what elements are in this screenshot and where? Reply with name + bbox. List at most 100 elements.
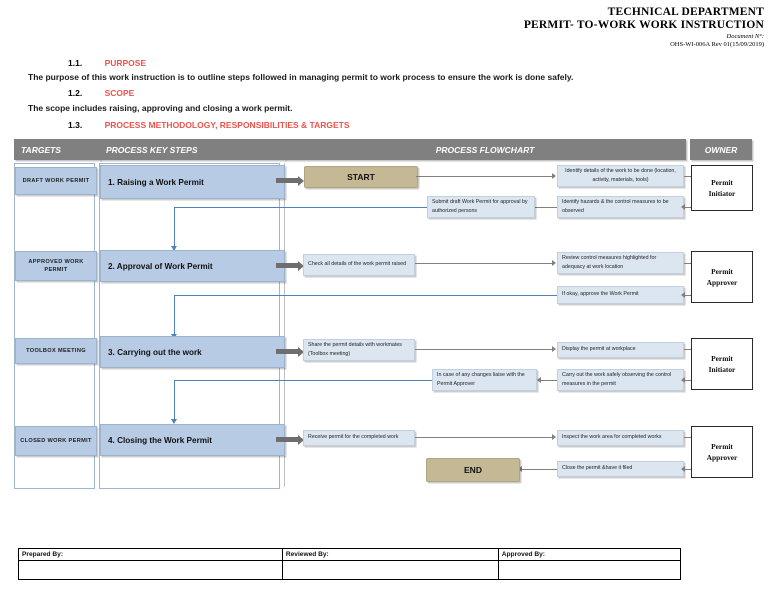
- column-header-key-steps: PROCESS KEY STEPS: [99, 139, 285, 160]
- row1-right-wrap-arrow: [681, 204, 685, 210]
- row1-blue-feedback-hline: [174, 207, 427, 208]
- flow-box-changes-liaise-approver: In case of any changes liaise with the P…: [432, 369, 537, 391]
- process-table: TARGETS PROCESS KEY STEPS PROCESS FLOWCH…: [14, 139, 754, 489]
- owner-4-line2: Approver: [706, 453, 738, 462]
- signoff-reviewed-by-label: Reviewed By:: [281, 548, 499, 561]
- step-carrying-out-the-work: 3. Carrying out the work: [100, 336, 285, 368]
- row1-blue-feedback-vline: [174, 207, 175, 247]
- flow-box-submit-draft-permit: Submit draft Work Permit for approval by…: [427, 196, 535, 218]
- carry-to-changes-arrow: [537, 377, 541, 383]
- owner-3-line2: Initiator: [708, 365, 736, 374]
- row4-right-wrap-arrow: [681, 466, 685, 472]
- step2-thick-arrow-head: [298, 261, 304, 271]
- document-number-label: Document N°:: [726, 33, 764, 40]
- step3-thick-arrow-shaft: [276, 349, 298, 354]
- row1-right-wrap-top: [684, 176, 696, 177]
- step-raising-a-work-permit: 1. Raising a Work Permit: [100, 165, 285, 199]
- flow-box-approve-the-permit: If okay, approve the Work Permit: [557, 286, 684, 304]
- row2-right-wrap-bottom: [685, 295, 696, 296]
- owner-2-line1: Permit: [711, 266, 733, 276]
- row2-blue-feedback-hline: [174, 295, 557, 296]
- step-approval-of-work-permit: 2. Approval of Work Permit: [100, 250, 285, 282]
- step2-thick-arrow-shaft: [276, 263, 298, 268]
- signoff-prepared-by-label: Prepared By:: [18, 548, 283, 561]
- owner-permit-initiator-1: Permit Initiator: [691, 165, 753, 211]
- flow-box-close-permit-file: Close the permit &have it filed: [557, 461, 684, 477]
- clause-1-1-body: The purpose of this work instruction is …: [28, 72, 574, 82]
- row4-right-wrap-bottom: [685, 469, 696, 470]
- step-closing-the-work-permit: 4. Closing the Work Permit: [100, 424, 285, 456]
- target-toolbox-meeting: TOOLBOX MEETING: [15, 338, 97, 364]
- owner-1-line2: Initiator: [708, 189, 736, 198]
- start-to-identify-details-arrow: [552, 173, 556, 179]
- share-to-display-arrow: [552, 346, 556, 352]
- step4-thick-arrow-head: [298, 435, 304, 445]
- flow-box-identify-details: Identify details of the work to be done …: [557, 165, 684, 187]
- owner-2-line2: Approver: [706, 278, 738, 287]
- flowchart-left-divider: [284, 163, 285, 487]
- clause-1-2: 1.2. SCOPE: [68, 88, 134, 98]
- clause-1-1-number: 1.1.: [68, 58, 83, 68]
- column-header-targets: TARGETS: [14, 139, 100, 160]
- flow-box-check-all-details: Check all details of the work permit rai…: [303, 254, 415, 276]
- share-to-display-line: [415, 349, 552, 350]
- target-approved-work-permit: APPROVED WORK PERMIT: [15, 251, 97, 281]
- column-header-flowchart: PROCESS FLOWCHART: [284, 139, 686, 160]
- row3-blue-feedback-hline: [174, 380, 432, 381]
- flow-box-identify-hazards: Identify hazards & the control measures …: [557, 196, 684, 218]
- row3-right-wrap-top: [684, 349, 696, 350]
- step3-thick-arrow-head: [298, 347, 304, 357]
- target-draft-work-permit: DRAFT WORK PERMIT: [15, 167, 97, 195]
- owner-1-line1: Permit: [711, 177, 733, 187]
- signoff-approved-by-value[interactable]: [497, 560, 682, 580]
- row1-right-wrap-bottom: [685, 207, 696, 208]
- document-header: TECHNICAL DEPARTMENT PERMIT- TO-WORK WOR…: [524, 6, 764, 48]
- row2-blue-feedback-vline: [174, 295, 175, 335]
- clause-1-2-body: The scope includes raising, approving an…: [28, 103, 293, 113]
- target-closed-work-permit: CLOSED WORK PERMIT: [15, 426, 97, 456]
- clause-1-3-heading: PROCESS METHODOLOGY, RESPONSIBILITIES & …: [104, 120, 350, 130]
- step4-thick-arrow-shaft: [276, 437, 298, 442]
- clause-1-3: 1.3. PROCESS METHODOLOGY, RESPONSIBILITI…: [68, 120, 350, 130]
- flow-box-display-permit: Display the permit at workplace: [557, 342, 684, 358]
- step1-thick-arrow-shaft: [276, 178, 298, 183]
- department-name: TECHNICAL DEPARTMENT: [607, 6, 764, 18]
- owner-permit-approver-2: Permit Approver: [691, 426, 753, 478]
- signoff-approved-by-label: Approved By:: [497, 548, 682, 561]
- terminator-end: END: [426, 458, 520, 482]
- document-number: OHS-WI-006A Rev 01(15/09/2019): [670, 41, 764, 48]
- carry-to-changes-line: [541, 380, 557, 381]
- flow-box-inspect-work-area: Inspect the work area for completed work…: [557, 430, 684, 446]
- row1-blue-feedback-arrow: [171, 246, 177, 251]
- signoff-prepared-by-value[interactable]: [18, 560, 283, 580]
- signoff-header-row: Prepared By: Reviewed By: Approved By:: [18, 548, 682, 561]
- flow-box-review-control-measures: Review control measures highlighted for …: [557, 252, 684, 274]
- column-header-owner: OWNER: [690, 139, 752, 160]
- owner-permit-approver-1: Permit Approver: [691, 251, 753, 303]
- flow-box-receive-permit-completed: Receive permit for the completed work: [303, 430, 415, 446]
- signoff-reviewed-by-value[interactable]: [281, 560, 499, 580]
- row3-right-wrap-arrow: [681, 377, 685, 383]
- check-to-review-line: [415, 263, 552, 264]
- row3-blue-feedback-arrow: [171, 419, 177, 424]
- row3-blue-feedback-vline: [174, 380, 175, 420]
- owner-4-line1: Permit: [711, 441, 733, 451]
- clause-1-2-number: 1.2.: [68, 88, 83, 98]
- clause-1-1-heading: PURPOSE: [104, 58, 147, 68]
- document-title: PERMIT- TO-WORK WORK INSTRUCTION: [523, 19, 764, 31]
- close-to-end-line: [522, 469, 557, 470]
- row2-right-wrap-arrow: [681, 292, 685, 298]
- owner-3-line1: Permit: [711, 353, 733, 363]
- receive-to-inspect-arrow: [552, 434, 556, 440]
- flow-box-carry-out-work-safely: Carry out the work safely observing the …: [557, 369, 684, 391]
- row4-right-wrap-top: [684, 437, 696, 438]
- clause-1-1: 1.1. PURPOSE: [68, 58, 146, 68]
- clause-1-3-number: 1.3.: [68, 120, 83, 130]
- signoff-value-row: [18, 560, 682, 580]
- flow-box-share-permit-details: Share the permit details with workmates …: [303, 339, 415, 361]
- check-to-review-arrow: [552, 260, 556, 266]
- clause-1-2-heading: SCOPE: [104, 88, 135, 98]
- row3-right-wrap-bottom: [685, 380, 696, 381]
- owner-permit-initiator-2: Permit Initiator: [691, 338, 753, 390]
